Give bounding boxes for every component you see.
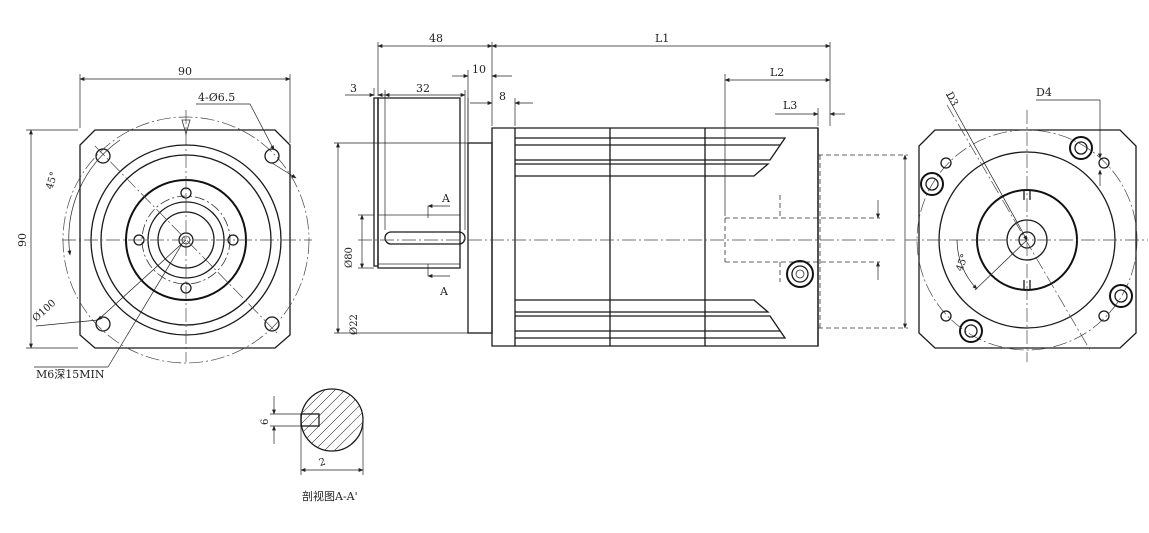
dim-D3-label: D3 xyxy=(943,90,959,108)
rear-plug-2 xyxy=(920,172,944,196)
set-screw-outer xyxy=(786,260,814,288)
section-dim-6: 6 xyxy=(260,419,271,425)
dim-10-label: 10 xyxy=(472,63,486,76)
section-mark-bottom: A xyxy=(439,285,449,298)
angle-45-label: 45° xyxy=(44,171,60,191)
dim-8-label: 8 xyxy=(499,90,506,103)
output-shaft-body xyxy=(377,97,461,269)
rear-plug-3 xyxy=(1109,284,1133,308)
height-dim-label: 90 xyxy=(16,233,29,247)
thread-callout-label: M6深15MIN xyxy=(36,368,105,381)
rear-hole-tl xyxy=(940,157,952,169)
dim-3-label: 3 xyxy=(350,82,357,95)
hole-callout-label: 4-Ø6.5 xyxy=(198,91,235,104)
section-caption: 剖视图A-A' xyxy=(302,489,358,503)
dim-D4-label: D4 xyxy=(1036,86,1052,99)
mount-hole-tr xyxy=(264,148,280,164)
key-notch xyxy=(300,413,320,427)
mount-hole-br xyxy=(264,316,280,332)
rear-plug-4 xyxy=(959,319,983,343)
rear-hole-br xyxy=(1098,310,1110,322)
flange-outline xyxy=(79,129,291,349)
section-mark-top: A xyxy=(441,192,451,205)
dim-L2-label: L2 xyxy=(770,66,784,79)
rear-hole-tr xyxy=(1098,157,1110,169)
dia-80-label: Ø80 xyxy=(344,247,355,268)
dim-48-label: 48 xyxy=(429,32,443,45)
rear-angle-label: 45° xyxy=(954,253,970,273)
rear-motor-view: D3 D4 45° xyxy=(905,86,1148,362)
mount-hole-bl xyxy=(95,316,111,332)
set-screw-inner xyxy=(791,265,809,283)
dim-L1-label: L1 xyxy=(655,32,669,45)
mount-hole-tl xyxy=(95,148,111,164)
rear-plug-1 xyxy=(1069,136,1093,160)
side-view: 48 L1 10 L2 3 32 8 L3 A A xyxy=(334,32,908,347)
dim-L3-label: L3 xyxy=(783,99,797,112)
flange-body xyxy=(467,142,493,334)
housing xyxy=(491,127,819,347)
dia-22-label: Ø22 xyxy=(349,314,360,335)
pcd-label: Ø100 xyxy=(31,298,59,324)
dim-32-label: 32 xyxy=(416,82,430,95)
section-view: 6 2 剖视图A-A' xyxy=(260,388,364,503)
width-dim-label: 90 xyxy=(178,65,192,78)
key-slot xyxy=(384,231,466,245)
rear-outline xyxy=(918,129,1137,349)
front-flange-view: Ø100 45° 90 90 4-Ø6.5 M6深15MIN xyxy=(16,65,312,381)
rear-hole-bl xyxy=(940,310,952,322)
section-dim-bottom: 2 xyxy=(318,457,327,469)
